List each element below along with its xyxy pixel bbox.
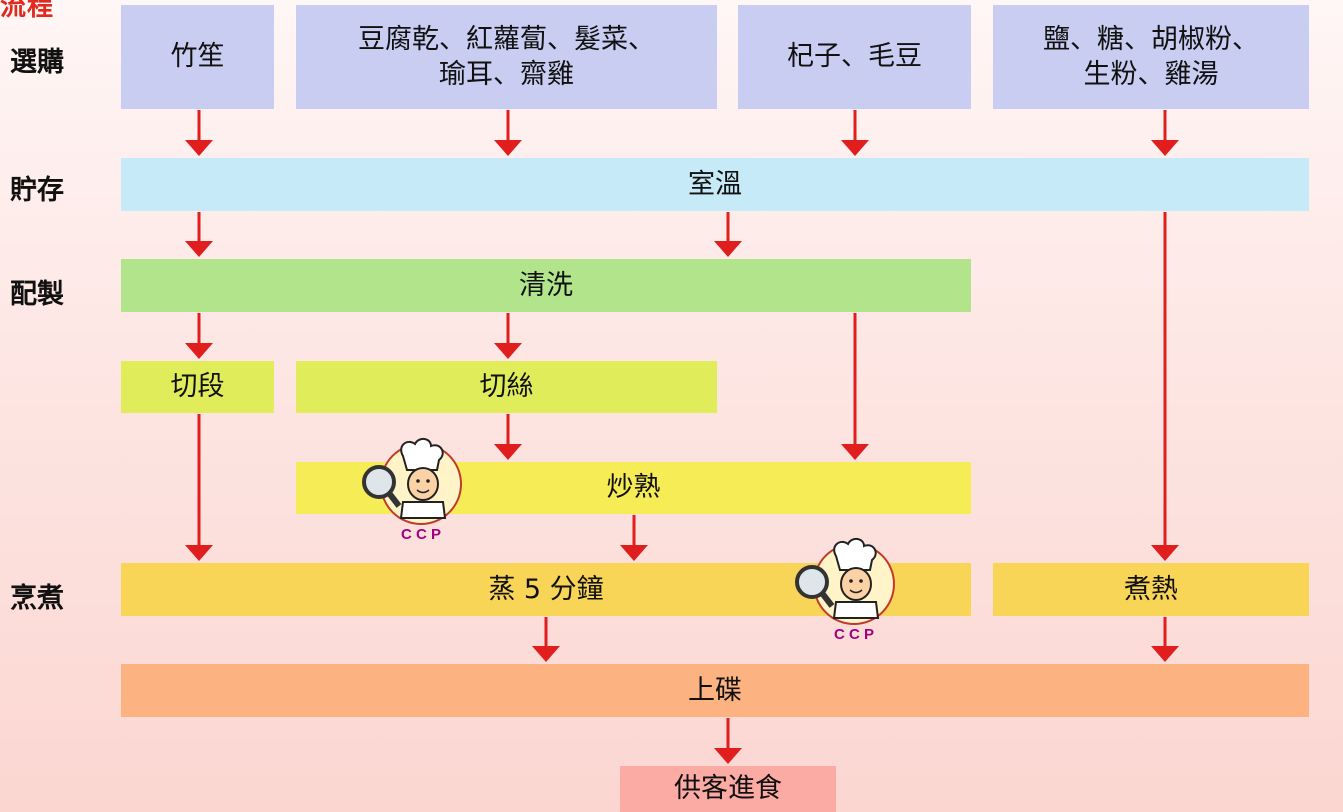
arrow-plate-to-serve bbox=[714, 718, 742, 764]
magnifier-icon bbox=[795, 565, 829, 599]
box-cut-segments: 切段 bbox=[121, 361, 274, 413]
arrow-steam-to-plate bbox=[532, 617, 560, 662]
box-stir-fry-label: 炒熟 bbox=[606, 472, 661, 504]
row-label-purchase: 選購 bbox=[10, 47, 64, 78]
box-boil-label: 煮熱 bbox=[1124, 573, 1178, 605]
chef-body-icon bbox=[399, 501, 447, 519]
chef-hat-icon bbox=[833, 538, 877, 571]
row-label-preparation: 配製 bbox=[10, 279, 64, 310]
arrow-bamboo-to-storage bbox=[185, 110, 213, 156]
box-steam-label: 蒸 5 分鐘 bbox=[488, 573, 604, 605]
ccp-chef-badge-stir-fry: C C P bbox=[362, 438, 462, 543]
header-title-fragment: 流程 bbox=[0, 0, 55, 22]
box-shred: 切絲 bbox=[296, 361, 717, 413]
arrow-tofu-to-storage bbox=[494, 110, 522, 156]
box-seasoning-line1: 鹽、糖、胡椒粉、 bbox=[1043, 23, 1259, 55]
magnifier-icon bbox=[362, 465, 396, 499]
arrow-shred-to-stir-fry bbox=[494, 414, 522, 460]
arrow-storage-to-wash-right bbox=[714, 212, 742, 257]
box-wash-label: 清洗 bbox=[519, 269, 573, 301]
box-tofu-ingredients: 豆腐乾、紅蘿蔔、髮菜、 瑜耳、齋雞 bbox=[296, 5, 717, 109]
box-serve-label: 供客進食 bbox=[674, 773, 782, 805]
arrow-boil-to-plate bbox=[1151, 617, 1179, 662]
arrow-wash-to-shred bbox=[494, 313, 522, 359]
box-bamboo-fungus: 竹笙 bbox=[121, 5, 274, 109]
row-label-cooking: 烹煮 bbox=[10, 583, 64, 614]
box-goji-edamame-label: 杞子、毛豆 bbox=[787, 41, 922, 73]
box-plate: 上碟 bbox=[121, 664, 1309, 717]
chef-face-icon bbox=[840, 567, 872, 601]
arrow-cut-segments-to-steam bbox=[185, 414, 213, 561]
box-seasoning-line2: 生粉、雞湯 bbox=[1083, 59, 1219, 90]
arrow-goji-to-storage bbox=[841, 110, 869, 156]
arrow-storage-to-boil bbox=[1151, 212, 1179, 561]
chef-body-icon bbox=[832, 601, 880, 619]
ccp-label: C C P bbox=[834, 626, 874, 643]
box-cut-segments-label: 切段 bbox=[170, 371, 225, 403]
chef-hat-icon bbox=[400, 438, 444, 471]
arrow-wash-to-stir-fry bbox=[841, 313, 869, 460]
box-seasoning: 鹽、糖、胡椒粉、 生粉、雞湯 bbox=[993, 5, 1309, 109]
chef-face-icon bbox=[407, 467, 439, 501]
ccp-chef-badge-steam: C C P bbox=[795, 538, 895, 643]
box-boil: 煮熱 bbox=[993, 563, 1309, 616]
box-goji-edamame: 杞子、毛豆 bbox=[738, 5, 971, 109]
arrow-stir-fry-to-steam bbox=[620, 515, 648, 561]
box-room-temperature-label: 室溫 bbox=[688, 168, 742, 200]
arrow-seasoning-to-storage bbox=[1151, 110, 1179, 156]
box-wash: 清洗 bbox=[121, 259, 971, 312]
arrow-wash-to-cut-segments bbox=[185, 313, 213, 359]
box-room-temperature: 室溫 bbox=[121, 158, 1309, 211]
ccp-label: C C P bbox=[401, 526, 441, 543]
box-plate-label: 上碟 bbox=[688, 674, 742, 706]
arrow-storage-to-wash-left bbox=[185, 212, 213, 257]
row-label-storage: 貯存 bbox=[10, 175, 64, 206]
box-bamboo-fungus-label: 竹笙 bbox=[170, 41, 225, 73]
box-shred-label: 切絲 bbox=[479, 371, 534, 403]
box-serve: 供客進食 bbox=[620, 766, 836, 812]
box-tofu-ingredients-line2: 瑜耳、齋雞 bbox=[439, 59, 574, 90]
box-tofu-ingredients-line1: 豆腐乾、紅蘿蔔、髮菜、 bbox=[358, 23, 655, 55]
